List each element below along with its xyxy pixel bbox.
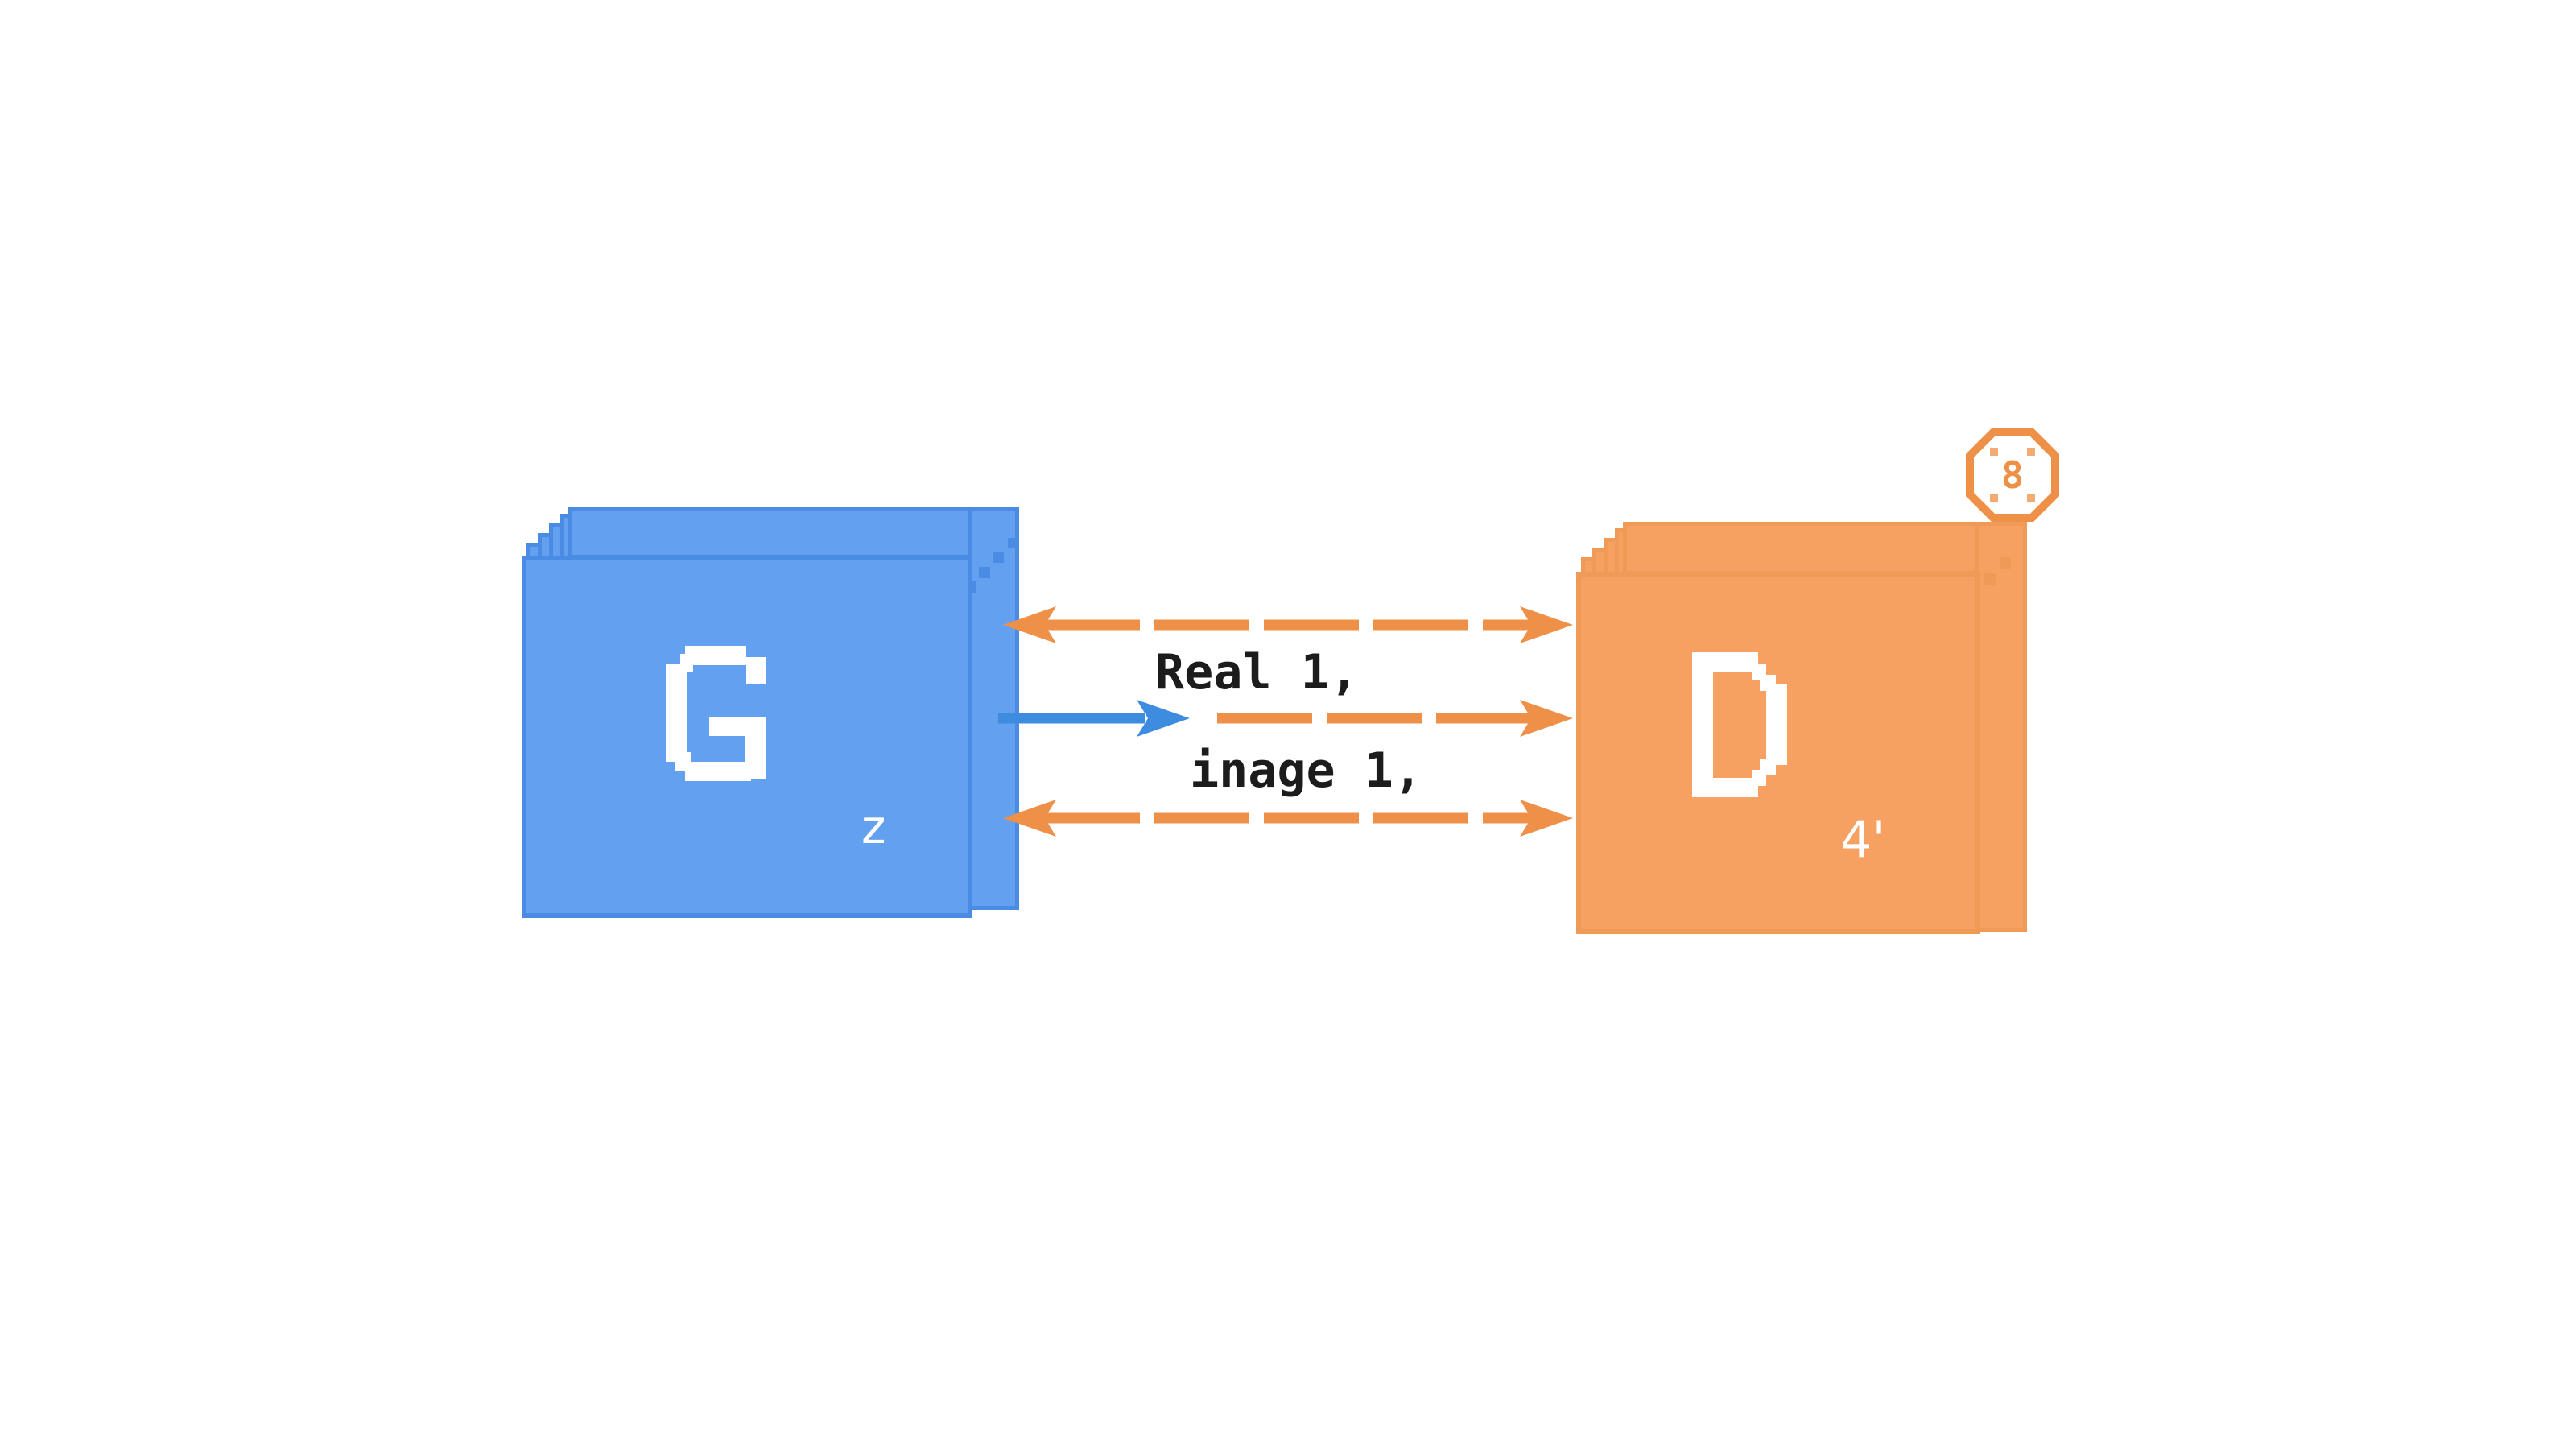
top-arrow-svg xyxy=(1003,606,1573,643)
bottom-arrow-head-left xyxy=(1003,800,1056,837)
discriminator-cube[interactable]: 4' 8 xyxy=(1570,428,2069,942)
middle-arrow-head-orange xyxy=(1520,700,1573,737)
discriminator-badge[interactable]: 8 xyxy=(1966,428,2059,522)
top-arrow-head-left xyxy=(1003,606,1056,643)
discriminator-subscript-label: 4' xyxy=(1840,810,1886,869)
center-label-line2: inage 1, xyxy=(1190,742,1422,799)
badge-value: 8 xyxy=(2001,453,2024,497)
generator-cube[interactable]: z xyxy=(515,507,1019,934)
generator-letter-g xyxy=(666,646,766,781)
generator-subscript-label: z xyxy=(861,800,886,854)
connection-bottom[interactable] xyxy=(998,799,1578,837)
discriminator-letter-d xyxy=(1692,652,1787,797)
connection-middle[interactable] xyxy=(998,699,1578,737)
bottom-arrow-head-right xyxy=(1520,800,1573,837)
bottom-arrow-svg xyxy=(1003,800,1573,837)
discriminator-top-face xyxy=(1623,522,2027,575)
center-label-line1: Real 1, xyxy=(1155,644,1359,701)
discriminator-side-face xyxy=(1975,522,2027,932)
connection-top[interactable] xyxy=(998,606,1578,643)
middle-arrow-head-blue xyxy=(1137,700,1190,737)
middle-arrow-svg xyxy=(998,700,1573,737)
octagon-badge-icon xyxy=(1966,428,2059,522)
top-arrow-head-right xyxy=(1520,606,1573,643)
discriminator-corner-dots xyxy=(1984,557,2011,585)
